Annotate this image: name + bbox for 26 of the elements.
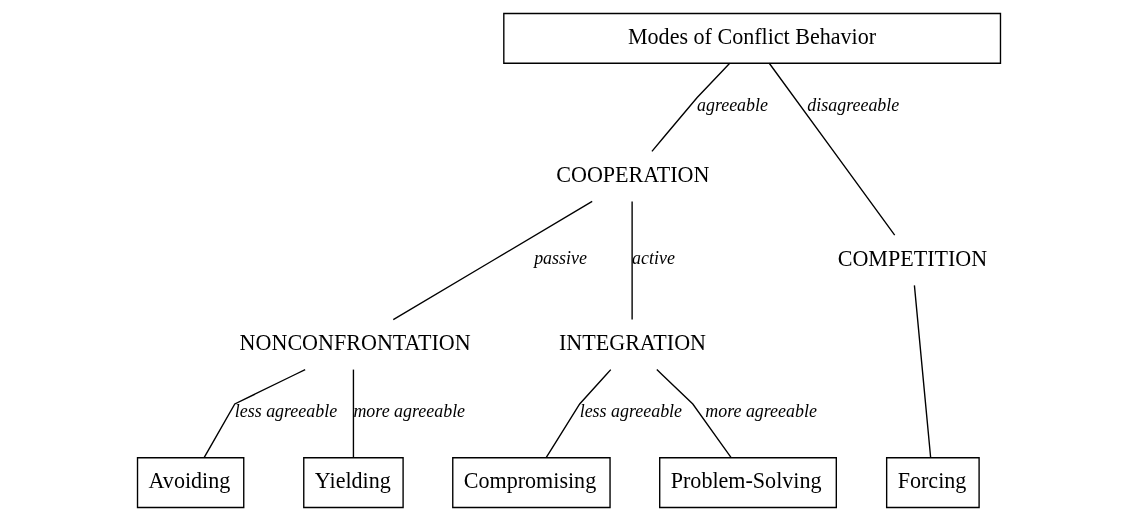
connector xyxy=(392,200,593,321)
edge-label: disagreeable xyxy=(806,94,899,115)
edge-label: agreeable xyxy=(696,94,768,115)
connector xyxy=(202,368,306,459)
node-box: Modes of Conflict Behavior xyxy=(502,12,1001,64)
connector xyxy=(655,368,732,459)
edge-label: less agreeable xyxy=(579,400,682,421)
connector xyxy=(630,200,633,321)
edge-label: more agreeable xyxy=(704,400,817,421)
edge-label: more agreeable xyxy=(352,400,465,421)
edge-label: passive xyxy=(533,247,587,268)
connector xyxy=(768,62,895,236)
node-box: Avoiding xyxy=(136,457,244,509)
node-box: Yielding xyxy=(302,457,404,509)
edge-label: less agreeable xyxy=(234,400,337,421)
connector xyxy=(544,368,611,459)
node-text: INTEGRATION xyxy=(558,329,706,355)
node-text: COOPERATION xyxy=(555,161,709,187)
node-text: COMPETITION xyxy=(837,245,987,271)
node-box: Forcing xyxy=(885,457,980,509)
connector xyxy=(913,284,931,458)
node-text: NONCONFRONTATION xyxy=(239,329,471,355)
connector xyxy=(650,62,730,153)
node-box: Problem-Solving xyxy=(658,457,837,509)
node-box: Compromising xyxy=(451,457,611,509)
connector xyxy=(352,368,354,459)
